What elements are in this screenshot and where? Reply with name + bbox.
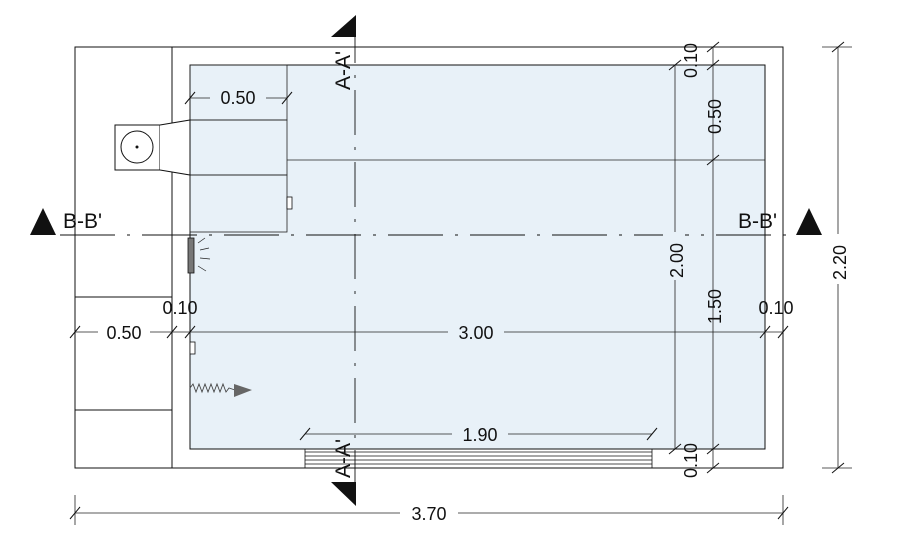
dim-010-top-right: 0.10 — [681, 43, 701, 78]
airflow-arrow-icon — [234, 384, 252, 397]
heater-wave — [189, 382, 236, 394]
wall-fixture-small — [286, 196, 293, 210]
dim-010-bottom-right: 0.10 — [681, 443, 701, 478]
fan-duct — [159, 119, 191, 176]
dim-220: 2.20 — [830, 245, 850, 280]
light-rays-icon — [197, 237, 211, 272]
dim-050-top: 0.50 — [220, 88, 255, 108]
wall-light-icon — [187, 237, 195, 274]
section-label-aa-top: A-A' — [332, 51, 355, 90]
dim-200: 2.00 — [667, 243, 687, 278]
section-label-bb-right: B-B' — [738, 210, 777, 233]
dim-010-left: 0.10 — [162, 298, 197, 318]
dim-050-right: 0.50 — [705, 99, 725, 134]
dim-050-left: 0.50 — [106, 323, 141, 343]
dim-150: 1.50 — [705, 289, 725, 324]
section-label-bb-left: B-B' — [63, 210, 102, 233]
section-marker-bb-left-icon — [30, 208, 56, 235]
section-marker-aa-bottom-icon — [331, 482, 356, 506]
wall-socket — [189, 341, 196, 355]
fan-center-dot — [135, 145, 139, 149]
section-marker-aa-top-icon — [331, 15, 356, 37]
entrance-threshold — [304, 449, 653, 468]
section-label-aa-bottom: A-A' — [332, 439, 355, 478]
dim-010-right: 0.10 — [758, 298, 793, 318]
section-marker-bb-right-icon — [796, 208, 822, 235]
dim-190: 1.90 — [462, 425, 497, 445]
dim-370: 3.70 — [411, 504, 446, 524]
outer-wall — [74, 46, 784, 469]
dim-300: 3.00 — [458, 323, 493, 343]
